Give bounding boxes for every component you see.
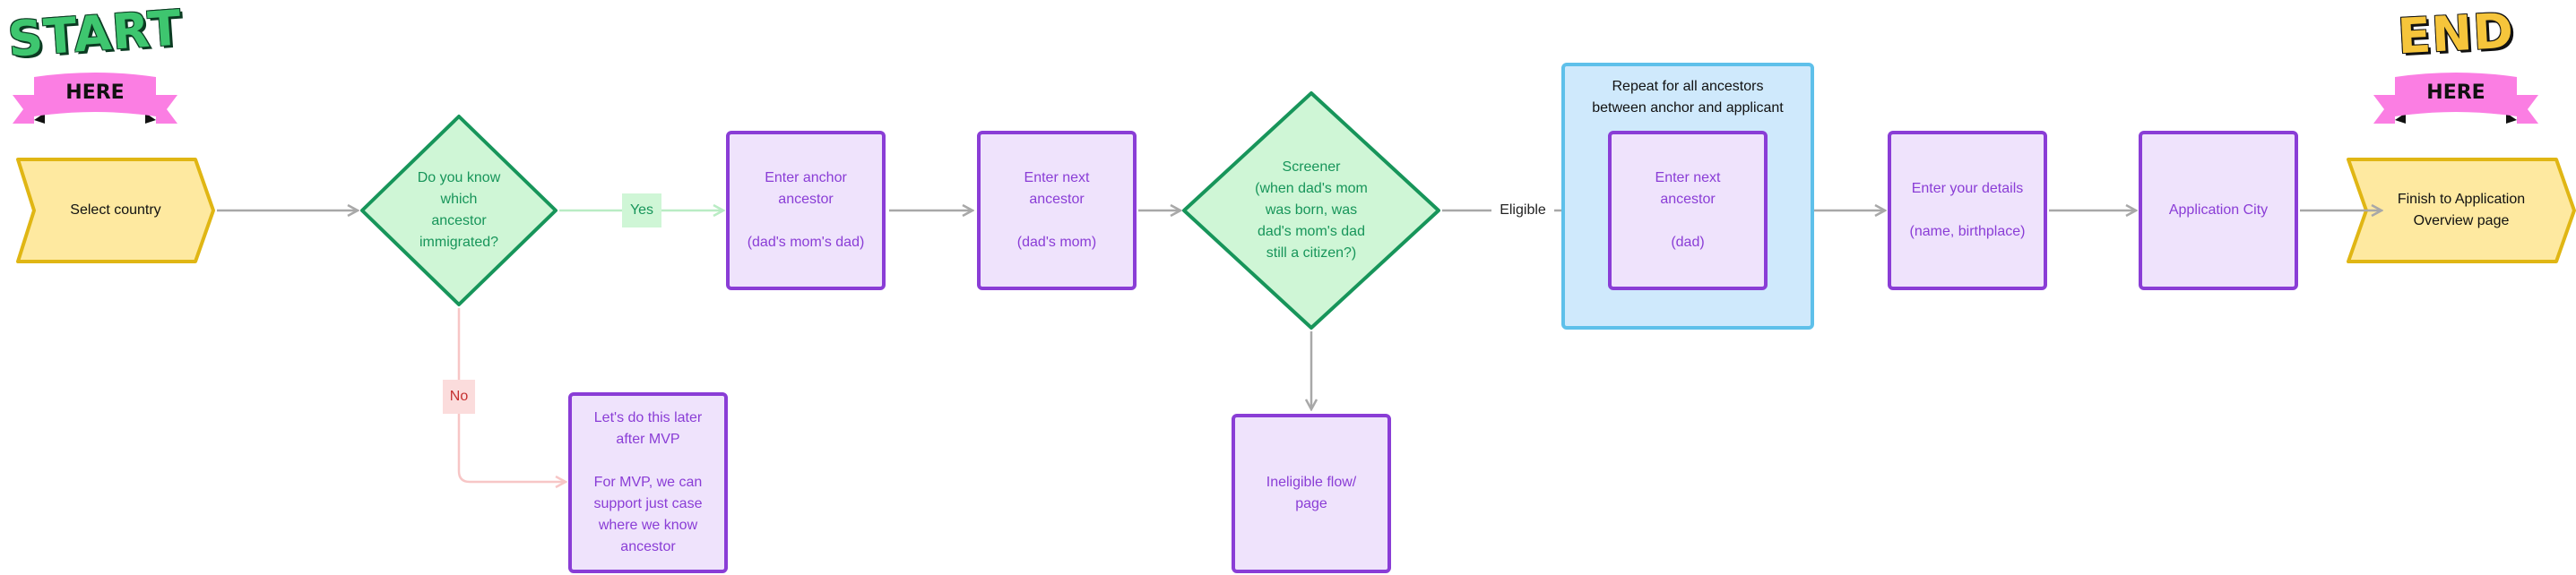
select-country-label[interactable]: Select country — [70, 202, 161, 218]
edge-no — [457, 308, 565, 482]
repeat-group-caption: Repeat for all ancestors between anchor … — [1592, 79, 1784, 116]
edge-label-yes: Yes — [622, 193, 661, 227]
screener-diamond-shape — [1182, 91, 1440, 330]
start-sticker-title: START — [5, 0, 185, 68]
start-banner — [13, 73, 177, 124]
decision-ancestor-label[interactable]: Do you know which ancestor immigrated? — [417, 170, 501, 250]
ineligible-flow-box[interactable]: Ineligible flow/ page — [1232, 414, 1391, 573]
select-country-shape — [16, 158, 215, 263]
start-sticker-subtitle: HERE — [65, 82, 125, 104]
later-after-mvp-box[interactable]: Let's do this later after MVP For MVP, w… — [568, 392, 728, 573]
enter-anchor-ancestor-box[interactable]: Enter anchor ancestor (dad's mom's dad) — [726, 131, 886, 290]
edge-label-eligible: Eligible — [1491, 199, 1554, 222]
end-here-sticker: END HERE — [2366, 2, 2546, 131]
enter-next-ancestor-mom-box[interactable]: Enter next ancestor (dad's mom) — [977, 131, 1137, 290]
end-sticker-title: END — [2396, 2, 2516, 65]
finish-label[interactable]: Finish to Application Overview page — [2397, 192, 2526, 228]
end-banner — [2373, 73, 2538, 124]
enter-next-ancestor-dad-box[interactable]: Enter next ancestor (dad) — [1608, 131, 1768, 290]
decision-diamond-shape — [360, 115, 558, 306]
application-city-box[interactable]: Application City — [2139, 131, 2298, 290]
start-here-sticker: START HERE — [5, 0, 185, 131]
edge-label-no: No — [443, 380, 475, 414]
end-sticker-subtitle: HERE — [2426, 82, 2485, 104]
enter-your-details-box[interactable]: Enter your details (name, birthplace) — [1888, 131, 2047, 290]
screener-label[interactable]: Screener (when dad's mom was born, was d… — [1255, 159, 1368, 261]
